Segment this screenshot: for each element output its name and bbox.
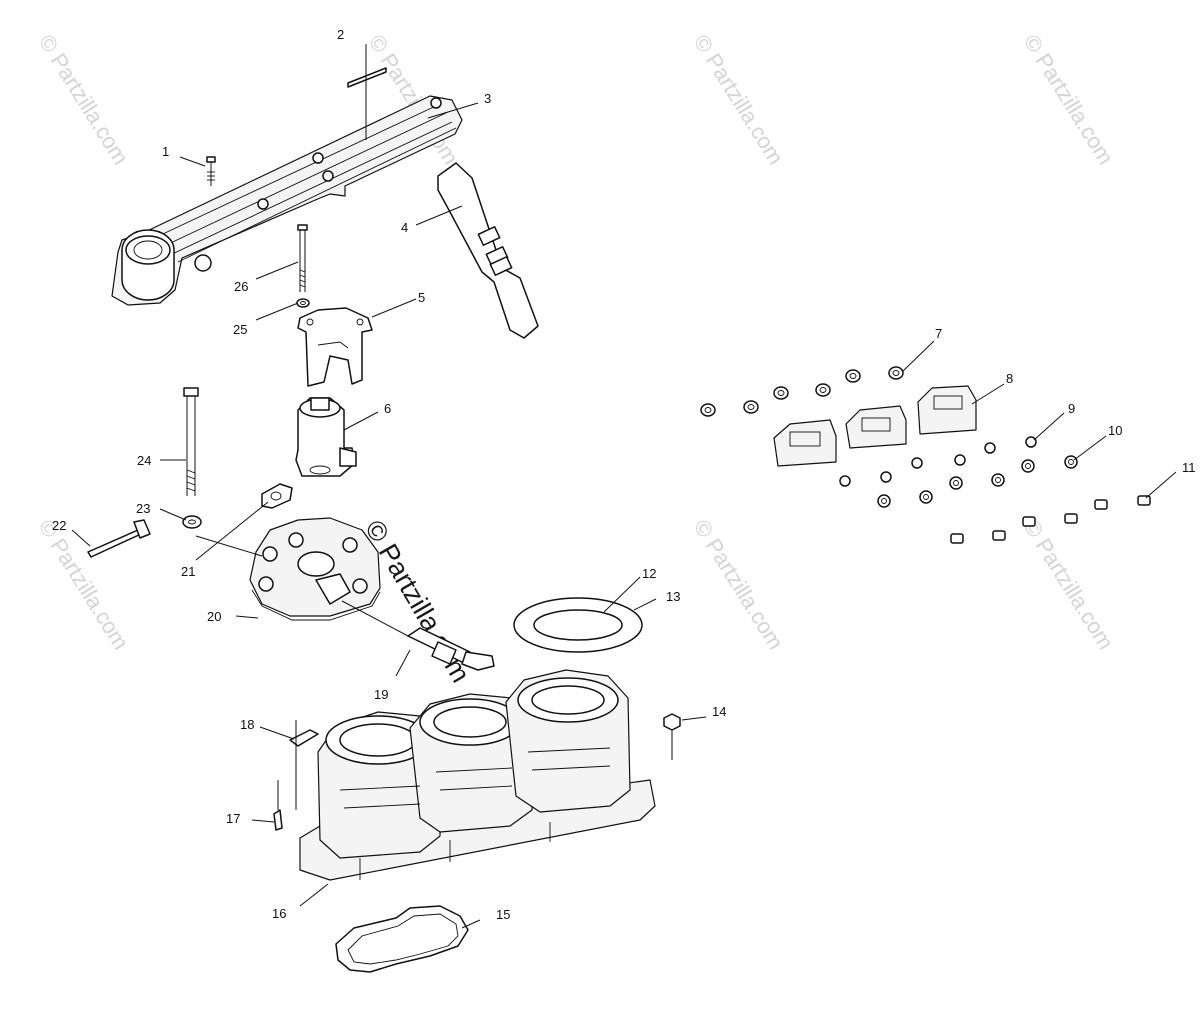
callout-12: 12 [642, 566, 656, 581]
callout-26: 26 [234, 279, 248, 294]
leader-lines [71, 44, 1177, 929]
part-14-nut[interactable] [663, 713, 681, 731]
callout-1: 1 [162, 144, 169, 159]
part-19-spark-plug[interactable] [407, 627, 495, 671]
part-4-hose[interactable] [437, 162, 539, 339]
part-2-strip[interactable] [347, 67, 387, 88]
callout-21: 21 [181, 564, 195, 579]
callout-9: 9 [1068, 401, 1075, 416]
callout-11: 11 [1182, 460, 1196, 475]
part-3-fuel-rail[interactable] [111, 95, 463, 306]
part-16-cylinder-block[interactable] [299, 669, 656, 881]
callout-10: 10 [1108, 423, 1122, 438]
callout-16: 16 [272, 906, 286, 921]
callout-17: 17 [226, 811, 240, 826]
callout-23: 23 [136, 501, 150, 516]
part-17-pin[interactable] [273, 809, 283, 831]
part-23-washer[interactable] [182, 515, 202, 529]
part-9-nuts[interactable] [839, 436, 1037, 487]
part-25-washer[interactable] [296, 298, 310, 308]
part-18-clip[interactable] [289, 729, 319, 747]
callouts: 1 2 3 4 5 6 7 8 9 10 11 12 13 14 15 16 1… [52, 27, 1196, 922]
callout-24: 24 [137, 453, 151, 468]
callout-14: 14 [712, 704, 726, 719]
callout-2: 2 [337, 27, 344, 42]
callout-8: 8 [1006, 371, 1013, 386]
part-8-bracket-2[interactable] [845, 405, 907, 449]
callout-5: 5 [418, 290, 425, 305]
callout-20: 20 [207, 609, 221, 624]
callout-22: 22 [52, 518, 66, 533]
callout-3: 3 [484, 91, 491, 106]
callout-15: 15 [496, 907, 510, 922]
callout-6: 6 [384, 401, 391, 416]
part-10-washers[interactable] [877, 455, 1078, 508]
part-8-bracket-1[interactable] [773, 419, 837, 467]
callout-25: 25 [233, 322, 247, 337]
callout-18: 18 [240, 717, 254, 732]
part-15-base-gasket[interactable] [335, 905, 469, 973]
part-5-bracket[interactable] [297, 307, 373, 387]
part-7-washers[interactable] [700, 366, 904, 417]
part-26-bolt[interactable] [297, 224, 308, 292]
callout-4: 4 [401, 220, 408, 235]
part-12-o-ring[interactable] [533, 609, 623, 641]
part-21-gasket[interactable] [261, 483, 293, 509]
part-6-coil[interactable] [295, 397, 357, 477]
part-8-bracket-3[interactable] [917, 385, 977, 435]
callout-19: 19 [374, 687, 388, 702]
part-20-cylinder-head[interactable] [249, 517, 381, 621]
callout-7: 7 [935, 326, 942, 341]
part-1-screw[interactable] [206, 156, 216, 186]
part-11-screws[interactable] [950, 495, 1151, 544]
callout-13: 13 [666, 589, 680, 604]
part-24-bolt[interactable] [183, 387, 199, 496]
part-22-pin[interactable] [87, 519, 151, 558]
